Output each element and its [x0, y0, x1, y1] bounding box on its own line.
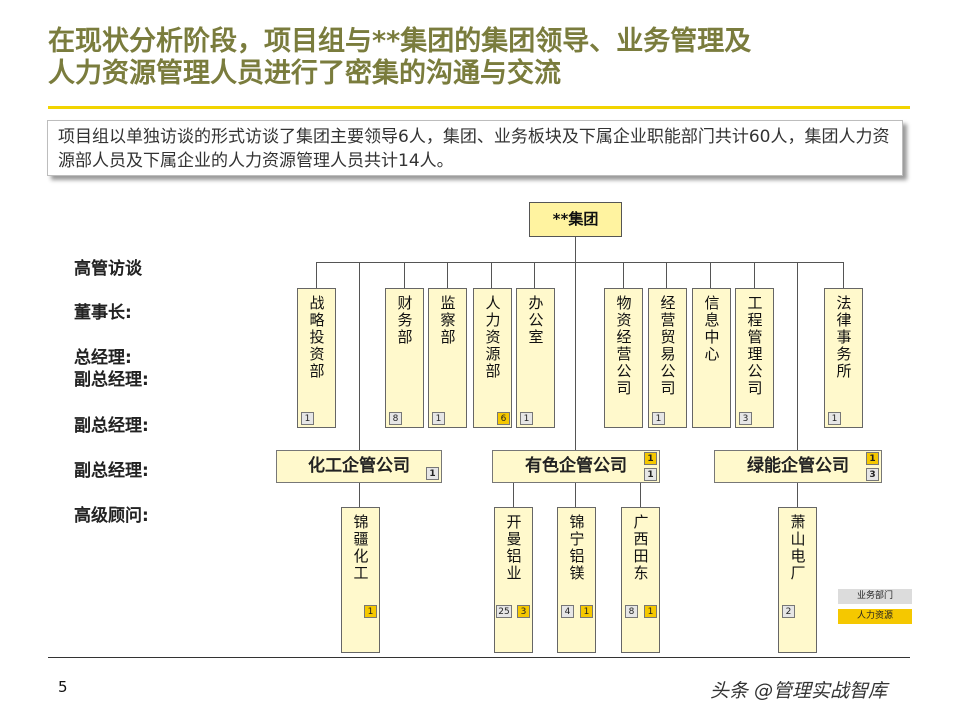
- connector-line: [710, 262, 711, 288]
- subsidiary-label: 锦宁铝镁: [567, 514, 586, 582]
- connector-line: [797, 262, 798, 450]
- hr-count-badge: 1: [644, 605, 657, 618]
- sector-label: 绿能企管公司: [747, 456, 849, 476]
- dept-label: 工程管理公司: [745, 295, 764, 397]
- subsidiary-label: 广西田东: [631, 514, 650, 582]
- subsidiary-label: 萧山电厂: [788, 514, 807, 582]
- subsidiary-box-kaiman-aluminum: 开曼铝业 25 3: [494, 507, 533, 653]
- business-count-badge: 1: [301, 412, 314, 425]
- org-root-box: **集团: [529, 202, 622, 237]
- summary-callout: 项目组以单独访谈的形式访谈了集团主要领导6人，集团、业务板块及下属企业职能部门共…: [47, 120, 903, 176]
- row-label-senior-advisor: 高级顾问:: [74, 506, 149, 526]
- hr-count-badge: 1: [866, 452, 879, 465]
- dept-box-supervision: 监察部 1: [428, 288, 467, 428]
- connector-line: [404, 262, 405, 288]
- dept-box-materials: 物资经营公司: [604, 288, 643, 428]
- subsidiary-box-jinjiang-chemical: 锦疆化工 1: [341, 507, 380, 653]
- sector-box-chemical: 化工企管公司 1: [276, 450, 442, 483]
- dept-label: 物资经营公司: [614, 295, 633, 397]
- hr-count-badge: 1: [644, 452, 657, 465]
- connector-line: [359, 483, 360, 507]
- title-divider: [48, 106, 910, 109]
- connector-line: [447, 262, 448, 288]
- connector-dept-bus: [316, 262, 844, 263]
- connector-line: [666, 262, 667, 288]
- connector-line: [491, 262, 492, 288]
- business-count-badge: 1: [644, 468, 657, 481]
- dept-box-engineering: 工程管理公司 3: [735, 288, 774, 428]
- connector-line: [640, 483, 641, 507]
- business-count-badge: 1: [828, 412, 841, 425]
- row-label-executive: 高管访谈: [74, 259, 142, 279]
- row-label-chairman: 董事长:: [74, 303, 132, 323]
- page-title: 在现状分析阶段，项目组与**集团的集团领导、业务管理及 人力资源管理人员进行了密…: [48, 26, 928, 90]
- hr-count-badge: 3: [517, 605, 530, 618]
- watermark: 头条 @管理实战智库: [710, 680, 888, 702]
- dept-label: 人力资源部: [483, 295, 502, 380]
- subsidiary-box-jinning-aluminum-magnesium: 锦宁铝镁 4 1: [557, 507, 596, 653]
- legend-business-departments: 业务部门: [838, 589, 912, 604]
- subsidiary-box-guangxi-tiandong: 广西田东 8 1: [621, 507, 660, 653]
- subsidiary-box-xiaoshan-power: 萧山电厂 2: [778, 507, 817, 653]
- business-count-badge: 1: [652, 412, 665, 425]
- hr-count-badge: 6: [497, 412, 510, 425]
- connector-root-trunk: [575, 237, 576, 450]
- business-count-badge: 2: [782, 605, 795, 618]
- sector-box-nonferrous: 有色企管公司 1 1: [492, 450, 660, 483]
- business-count-badge: 1: [426, 467, 439, 480]
- connector-line: [534, 262, 535, 288]
- dept-label: 经营贸易公司: [658, 295, 677, 397]
- dept-label: 战略投资部: [307, 295, 326, 380]
- connector-line: [316, 262, 317, 288]
- dept-label: 财务部: [395, 295, 414, 346]
- footer-divider: [48, 657, 910, 658]
- business-count-badge: 1: [520, 412, 533, 425]
- sector-box-green-energy: 绿能企管公司 1 3: [714, 450, 882, 483]
- connector-line: [575, 483, 576, 507]
- business-count-badge: 3: [739, 412, 752, 425]
- connector-line: [513, 483, 514, 507]
- page-number: 5: [58, 678, 68, 696]
- dept-box-finance: 财务部 8: [385, 288, 424, 428]
- dept-box-trade: 经营贸易公司 1: [648, 288, 687, 428]
- title-line-2: 人力资源管理人员进行了密集的沟通与交流: [48, 58, 561, 89]
- subsidiary-label: 锦疆化工: [351, 514, 370, 582]
- business-count-badge: 3: [866, 468, 879, 481]
- business-count-badge: 4: [561, 605, 574, 618]
- sector-label: 化工企管公司: [308, 456, 410, 476]
- row-label-gm: 总经理:: [74, 348, 132, 368]
- business-count-badge: 1: [432, 412, 445, 425]
- subsidiary-label: 开曼铝业: [504, 514, 523, 582]
- dept-label: 信息中心: [702, 295, 721, 363]
- business-count-badge: 25: [496, 605, 512, 618]
- connector-line: [754, 262, 755, 288]
- connector-line: [623, 262, 624, 288]
- dept-label: 办公室: [526, 295, 545, 346]
- sector-label: 有色企管公司: [525, 456, 627, 476]
- row-label-vp-3: 副总经理:: [74, 461, 149, 481]
- title-line-1: 在现状分析阶段，项目组与**集团的集团领导、业务管理及: [48, 26, 752, 57]
- business-count-badge: 8: [625, 605, 638, 618]
- connector-line: [843, 262, 844, 288]
- dept-box-office: 办公室 1: [516, 288, 555, 428]
- dept-label: 监察部: [438, 295, 457, 346]
- dept-box-strategy: 战略投资部 1: [297, 288, 336, 428]
- dept-box-info-center: 信息中心: [692, 288, 731, 428]
- hr-count-badge: 1: [580, 605, 593, 618]
- row-label-vp-1: 副总经理:: [74, 370, 149, 390]
- dept-box-legal: 法律事务所 1: [824, 288, 863, 428]
- connector-line: [797, 483, 798, 507]
- hr-count-badge: 1: [364, 605, 377, 618]
- business-count-badge: 8: [389, 412, 402, 425]
- dept-label: 法律事务所: [834, 295, 853, 380]
- dept-box-hr: 人力资源部 6: [473, 288, 512, 428]
- connector-line: [359, 262, 360, 450]
- legend-human-resources: 人力资源: [838, 609, 912, 624]
- row-label-vp-2: 副总经理:: [74, 416, 149, 436]
